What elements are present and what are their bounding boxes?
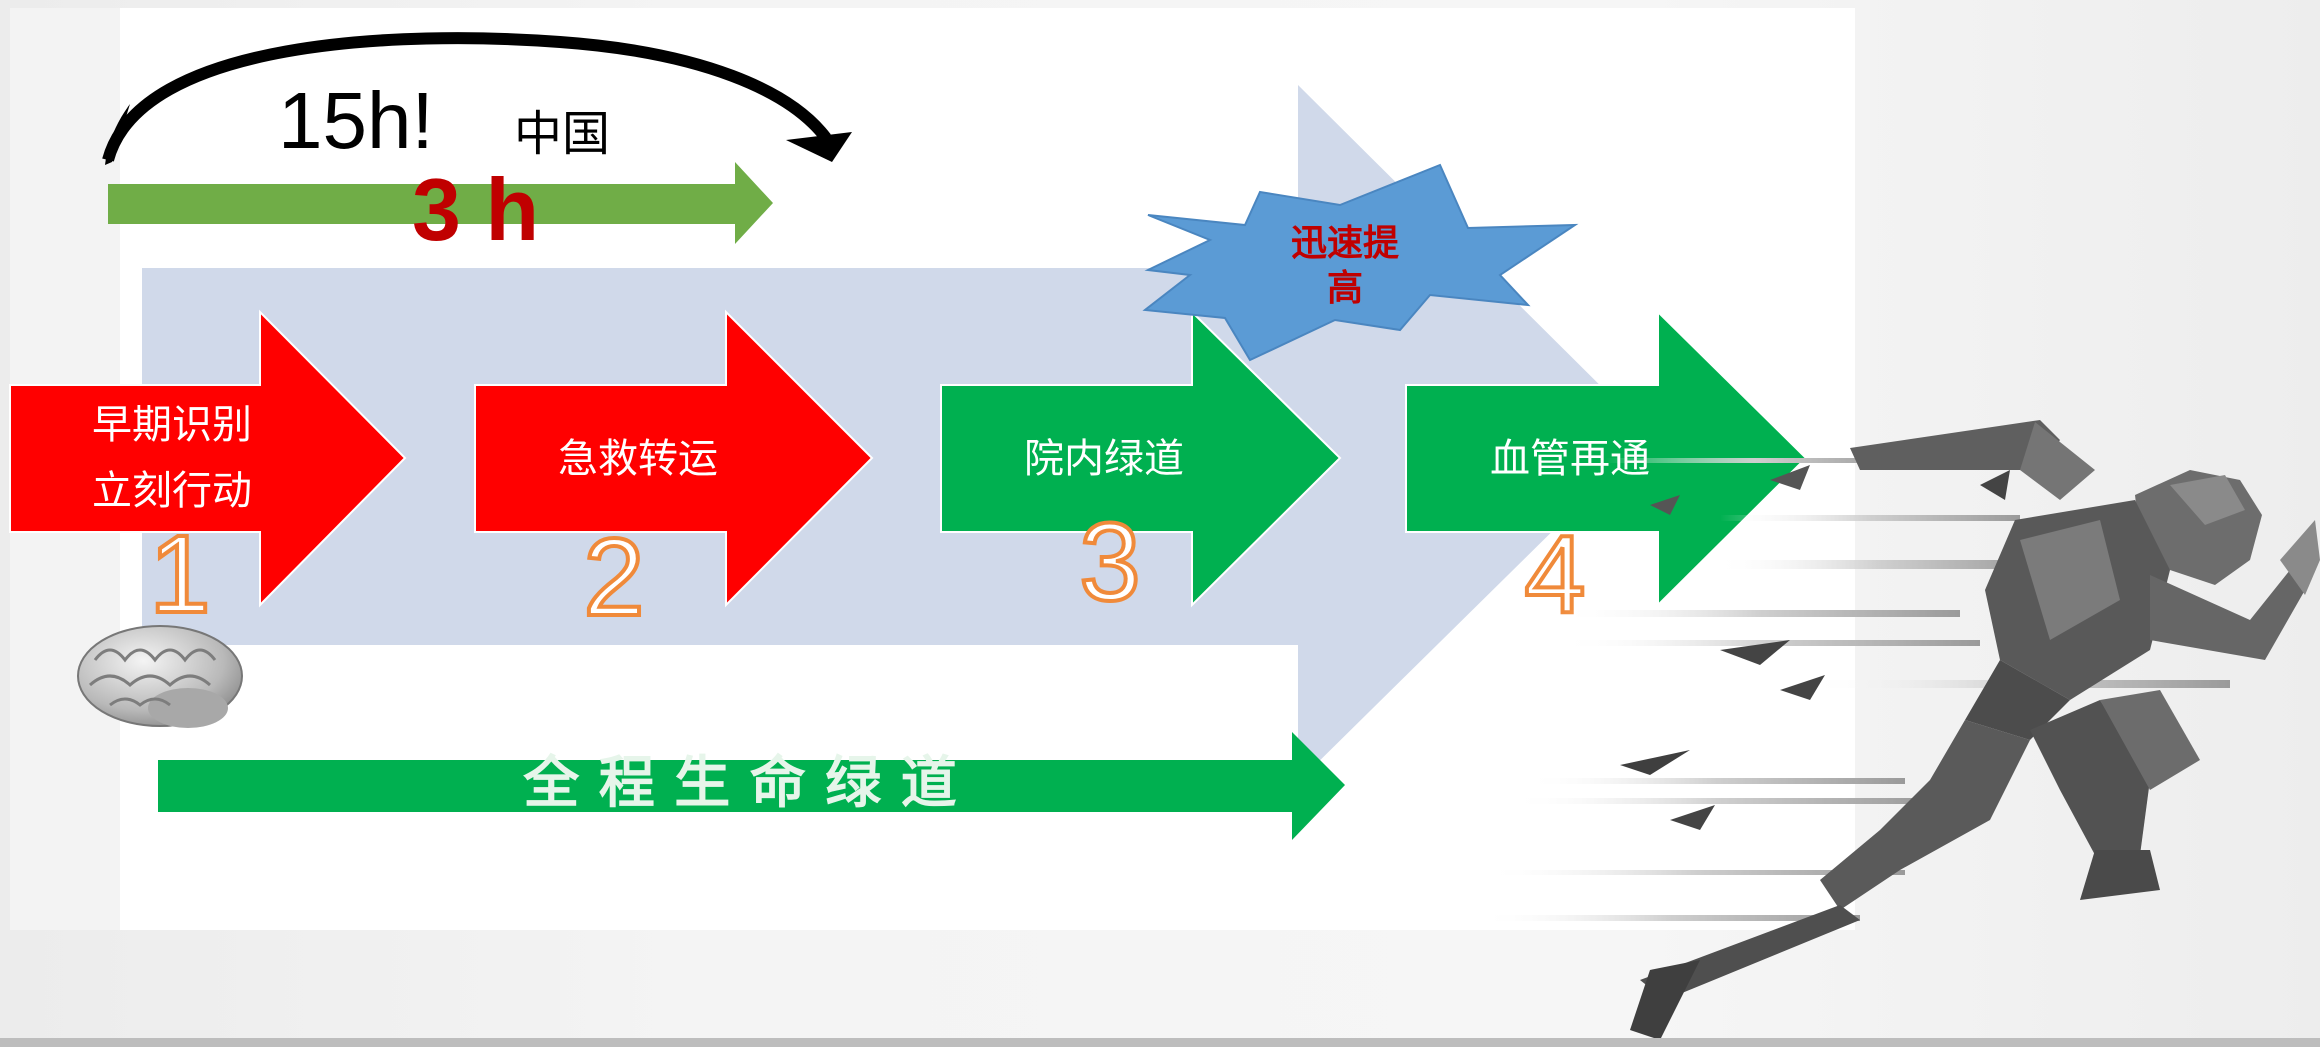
curved-arrow-head <box>786 132 852 162</box>
step-2-arrow <box>474 309 874 608</box>
brain-icon <box>77 625 243 728</box>
step-1-label-line2: 立刻行动 <box>92 468 252 514</box>
step-3-arrow <box>940 309 1342 608</box>
burst-shape <box>1142 163 1579 362</box>
green-channel-text: 全 程 生 命 绿 道 <box>522 751 956 816</box>
burst-text-line1: 迅速提 <box>1291 222 1399 264</box>
step-4-number: 4 <box>1524 513 1585 636</box>
burst-text-line2: 高 <box>1327 267 1363 309</box>
green-channel-arrow <box>158 732 1345 840</box>
bottom-bar <box>0 1038 2320 1047</box>
step-3: 院内绿道 3 <box>940 309 1342 626</box>
step-1-label-line1: 早期识别 <box>92 402 252 448</box>
target-time-arrow <box>108 162 773 244</box>
step-1-arrow <box>9 309 407 608</box>
target-time-text: 3 h <box>412 160 539 259</box>
step-2: 急救转运 2 <box>474 309 874 641</box>
step-3-number: 3 <box>1079 501 1140 624</box>
burst-callout: 迅速提 高 <box>1142 163 1579 362</box>
step-1: 早期识别 立刻行动 1 <box>9 309 407 638</box>
curved-arrow-tail <box>105 104 130 165</box>
step-1-number: 1 <box>149 513 210 636</box>
step-2-label: 急救转运 <box>558 436 718 482</box>
country-text: 中国 <box>514 106 610 162</box>
background-big-arrow <box>142 85 1650 782</box>
national-time-text: 15h! <box>278 76 434 165</box>
step-2-number: 2 <box>583 516 644 639</box>
curved-timeline-arrow <box>102 32 831 162</box>
step-3-label: 院内绿道 <box>1024 436 1184 482</box>
running-man-icon <box>1620 420 2320 1040</box>
